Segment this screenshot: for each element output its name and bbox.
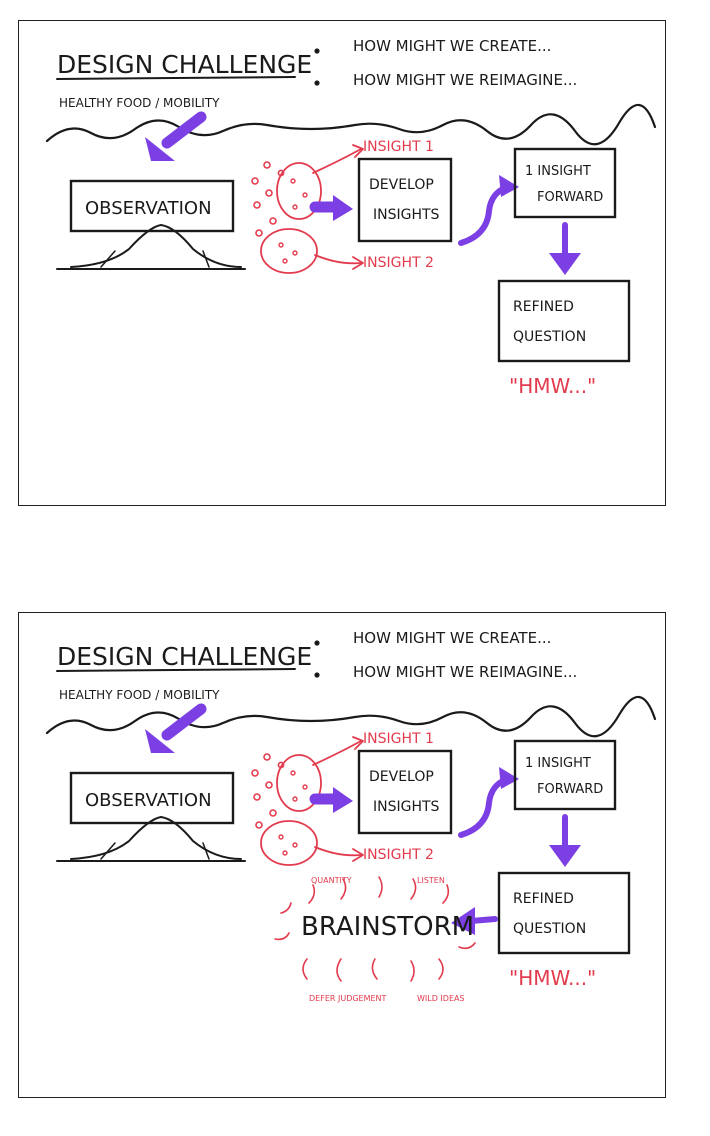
purple-arrow-refined	[549, 222, 581, 275]
insight-1-label: INSIGHT 1	[363, 139, 434, 155]
sketch-panel-1: DESIGN CHALLENGE HEALTHY FOOD / MOBILITY…	[18, 20, 666, 506]
arrow-insight-2	[314, 254, 362, 265]
refined-label-1: REFINED	[513, 891, 574, 907]
forward-label-1: 1 INSIGHT	[525, 756, 591, 771]
develop-insights-box	[357, 157, 453, 243]
bullet-dot	[314, 640, 320, 646]
cluster-2	[260, 820, 318, 866]
purple-arrow-down	[145, 111, 207, 161]
hmw-label: "HMW..."	[509, 374, 596, 398]
question-2: HOW MIGHT WE REIMAGINE...	[353, 663, 577, 681]
observation-box	[69, 179, 235, 233]
purple-arrow-down	[145, 703, 207, 753]
wavy-divider	[45, 103, 657, 146]
observation-label: OBSERVATION	[85, 198, 212, 219]
insight-2-label: INSIGHT 2	[363, 847, 434, 863]
forward-label-2: FORWARD	[537, 782, 603, 797]
insight-forward-box	[513, 147, 617, 219]
sketch-canvas-1: DESIGN CHALLENGE HEALTHY FOOD / MOBILITY…	[45, 37, 657, 398]
develop-label-1: DEVELOP	[369, 177, 434, 193]
purple-arrow-develop	[309, 195, 353, 221]
forward-label-1: 1 INSIGHT	[525, 164, 591, 179]
sketch-panel-2: DESIGN CHALLENGE HEALTHY FOOD / MOBILITY…	[18, 612, 666, 1098]
forward-label-2: FORWARD	[537, 190, 603, 205]
cluster-2	[260, 228, 318, 274]
refined-question-box	[497, 871, 631, 955]
challenge-subtitle: HEALTHY FOOD / MOBILITY	[59, 688, 220, 702]
sketch-canvas-2: DESIGN CHALLENGE HEALTHY FOOD / MOBILITY…	[45, 629, 657, 1003]
note-defer-judgement: DEFER JUDGEMENT	[309, 994, 387, 1003]
question-1: HOW MIGHT WE CREATE...	[353, 37, 551, 55]
purple-arrow-refined	[549, 814, 581, 867]
refined-label-1: REFINED	[513, 299, 574, 315]
observation-box	[69, 771, 235, 825]
wavy-divider	[45, 695, 657, 738]
refined-label-2: QUESTION	[513, 921, 586, 937]
challenge-subtitle: HEALTHY FOOD / MOBILITY	[59, 96, 220, 110]
bell-marks	[100, 842, 210, 860]
develop-label-1: DEVELOP	[369, 769, 434, 785]
develop-insights-box	[357, 749, 453, 835]
bullet-dot	[314, 80, 320, 86]
challenge-title: DESIGN CHALLENGE	[57, 50, 312, 79]
purple-arrow-forward	[458, 767, 519, 838]
insight-forward-box	[513, 739, 617, 811]
refined-label-2: QUESTION	[513, 329, 586, 345]
note-quantity: QUANTITY	[311, 876, 352, 885]
note-listen: LISTEN	[417, 876, 445, 885]
brainstorm-rays	[274, 876, 476, 982]
arrow-insight-1	[312, 148, 362, 174]
challenge-title: DESIGN CHALLENGE	[57, 642, 312, 671]
purple-arrow-forward	[458, 175, 519, 246]
insight-2-label: INSIGHT 2	[363, 255, 434, 271]
bullet-dot	[314, 672, 320, 678]
purple-arrow-develop	[309, 787, 353, 813]
develop-label-2: INSIGHTS	[373, 207, 440, 223]
bell-marks	[100, 250, 210, 268]
cluster-1	[276, 754, 322, 812]
arrow-insight-1	[312, 740, 362, 766]
purple-arrow-brainstorm	[451, 907, 498, 935]
insight-1-label: INSIGHT 1	[363, 731, 434, 747]
refined-question-box	[497, 279, 631, 363]
hmw-label: "HMW..."	[509, 966, 596, 990]
develop-label-2: INSIGHTS	[373, 799, 440, 815]
title-underline	[56, 76, 296, 80]
data-points	[251, 161, 285, 237]
title-underline	[56, 668, 296, 672]
arrow-insight-2	[314, 846, 362, 857]
cluster-1	[276, 162, 322, 220]
note-wild-ideas: WILD IDEAS	[417, 994, 465, 1003]
question-1: HOW MIGHT WE CREATE...	[353, 629, 551, 647]
question-2: HOW MIGHT WE REIMAGINE...	[353, 71, 577, 89]
brainstorm-label: BRAINSTORM	[301, 912, 474, 942]
observation-label: OBSERVATION	[85, 790, 212, 811]
data-points	[251, 753, 285, 829]
bullet-dot	[314, 48, 320, 54]
